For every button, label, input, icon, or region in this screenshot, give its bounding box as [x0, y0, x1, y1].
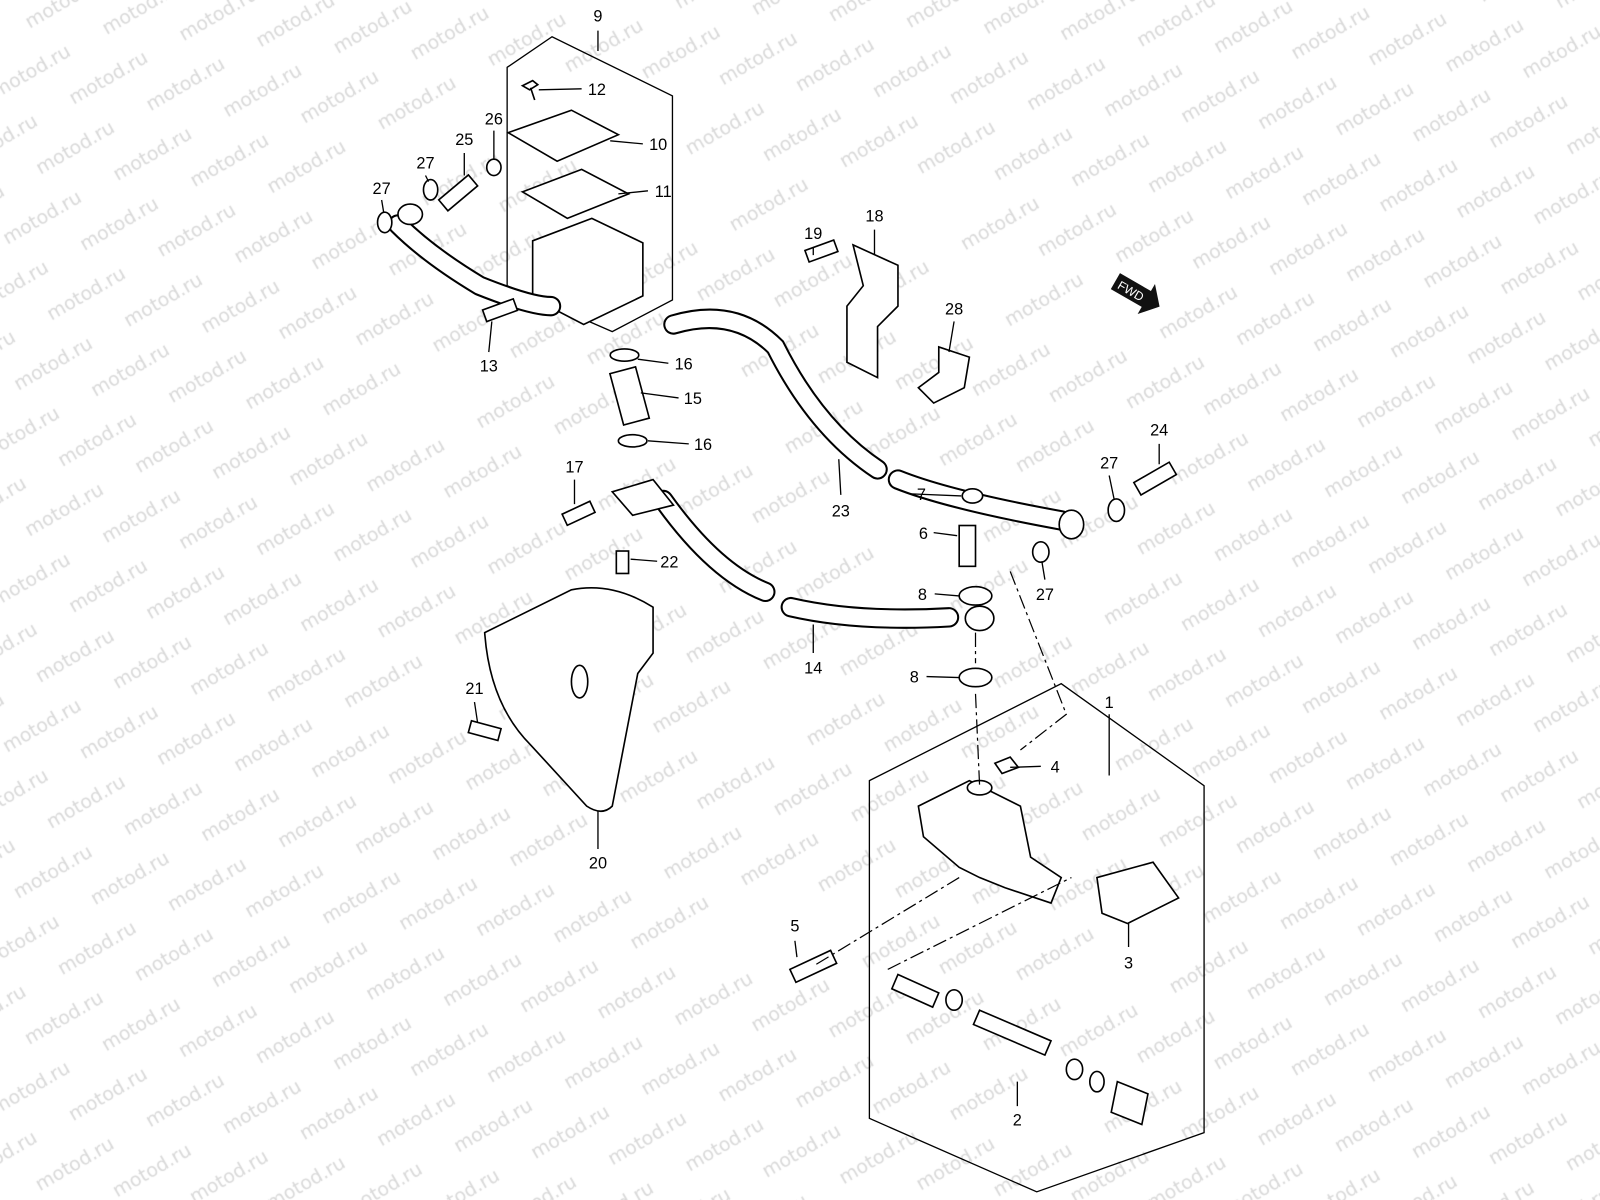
washer-27-d [1031, 541, 1050, 564]
banjo-fitting-upper [1058, 509, 1085, 540]
screw-12 [520, 79, 540, 101]
diaphragm [520, 168, 631, 220]
callout: 27 [1100, 454, 1118, 472]
hose-23-inner [665, 310, 886, 478]
callout: 24 [1150, 422, 1168, 440]
callout: 1 [1105, 694, 1114, 712]
callout: 18 [865, 207, 883, 225]
piston-spring [890, 973, 940, 1009]
callout: 16 [694, 436, 712, 454]
callout: 27 [373, 180, 391, 198]
callout: 21 [465, 680, 483, 698]
callout: 4 [1051, 758, 1060, 776]
callout: 13 [480, 357, 498, 375]
piston-washer [1065, 1058, 1084, 1081]
washer-27-a [376, 211, 393, 234]
piston-end [1110, 1080, 1149, 1126]
bleeder-6 [958, 524, 977, 568]
boot-3 [1096, 861, 1180, 925]
callout: 27 [1036, 586, 1054, 604]
callout: 2 [1013, 1112, 1022, 1130]
fwd-arrow-icon: FWD [1110, 273, 1160, 315]
snap-ring [1088, 1070, 1105, 1093]
callout: 11 [655, 183, 672, 201]
callout: 12 [588, 81, 606, 99]
bolt-25 [437, 173, 479, 212]
centerline [816, 571, 1072, 970]
callout: 26 [485, 110, 503, 128]
callout: 25 [455, 131, 473, 149]
bolt-22 [615, 550, 630, 575]
callout: 17 [565, 458, 583, 476]
clamp-28 [917, 345, 971, 405]
bolt-13 [481, 297, 519, 323]
callout: 10 [649, 136, 667, 154]
callout: 19 [804, 225, 822, 243]
bolt-17 [561, 500, 597, 527]
hose-15 [608, 365, 651, 426]
oring-26 [485, 158, 502, 177]
banjo-eye-top [397, 203, 424, 226]
cover-20 [483, 587, 654, 813]
reservoir-cap [506, 109, 621, 163]
callout: 28 [945, 300, 963, 318]
bolt-19 [803, 238, 839, 264]
callout: 14 [804, 659, 822, 677]
callout: 9 [593, 7, 602, 25]
washer-27-b [422, 178, 439, 201]
washer-8-upper [958, 585, 993, 606]
banjo-fitting [964, 605, 995, 632]
cap-4 [993, 756, 1020, 775]
washer-8-lower [958, 667, 993, 688]
callout: 27 [416, 154, 434, 172]
bracket-18 [846, 243, 899, 379]
bolt-24 [1132, 461, 1178, 497]
leader-lines [380, 30, 1160, 1107]
piston-rod [972, 1009, 1053, 1057]
clamp-16-upper [609, 348, 640, 363]
master-cylinder-frame [868, 682, 1205, 1193]
master-cylinder-body [917, 779, 1063, 905]
callout: 23 [832, 502, 850, 520]
clamp-16-lower [617, 433, 648, 448]
piston-seal [945, 988, 964, 1012]
callout: 22 [660, 553, 678, 571]
bolt-21 [467, 719, 503, 742]
reservoir-hose-inner [389, 216, 560, 315]
callouts: 9 12 10 11 26 25 27 27 13 16 15 16 17 18… [373, 7, 1169, 1129]
cap-7 [961, 487, 984, 504]
cover-slot [570, 664, 589, 699]
callout: 6 [919, 525, 928, 543]
hose-14-lower-inner [782, 598, 958, 627]
callout: 3 [1124, 954, 1133, 972]
callout: 20 [589, 854, 607, 872]
callout: 16 [675, 355, 693, 373]
hose-14-inner [655, 491, 774, 600]
callout: 5 [790, 918, 799, 936]
washer-27-c [1107, 498, 1126, 523]
callout: 8 [910, 669, 919, 687]
joint-bracket-17 [610, 478, 675, 517]
callout: 8 [918, 586, 927, 604]
callout: 7 [917, 486, 926, 504]
callout: 15 [684, 390, 702, 408]
